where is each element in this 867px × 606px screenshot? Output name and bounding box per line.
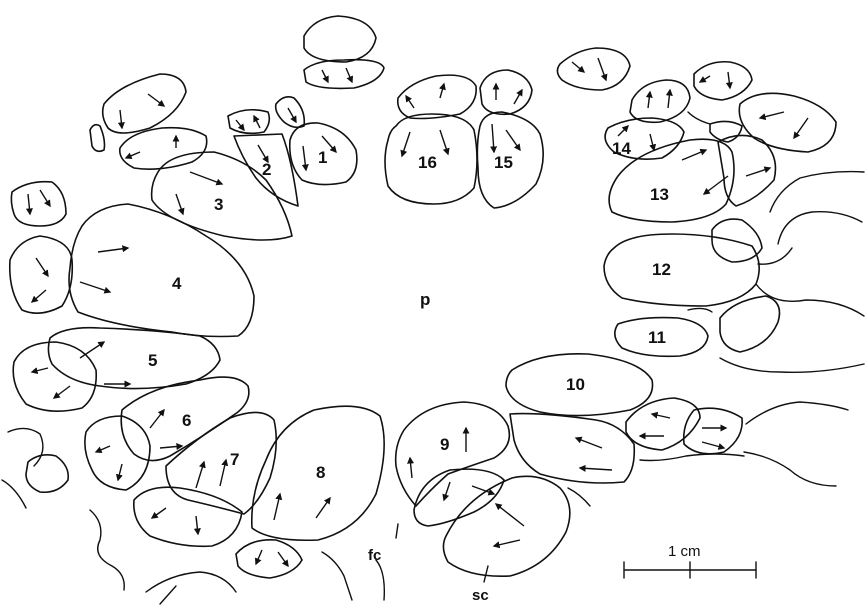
cell-label-16: 16 — [418, 153, 437, 172]
cell-label-15: 15 — [494, 153, 513, 172]
cell-label-6: 6 — [182, 411, 191, 430]
sc-leader — [484, 566, 488, 582]
cell-label-9: 9 — [440, 435, 449, 454]
cell-label-2: 2 — [262, 160, 271, 179]
cell-label-7: 7 — [230, 450, 239, 469]
cell-label-5: 5 — [148, 351, 157, 370]
cell-9 — [396, 402, 510, 506]
cell-label-8: 8 — [316, 463, 325, 482]
scale-bar-label: 1 cm — [668, 543, 701, 560]
scale-bar: 1 cm — [624, 543, 756, 578]
cell-label-10: 10 — [566, 375, 585, 394]
sc-label: sc — [472, 587, 489, 604]
cell-4 — [69, 204, 254, 337]
cell-label-3: 3 — [214, 195, 223, 214]
cell-label-4: 4 — [172, 274, 182, 293]
cell-label-14: 14 — [612, 139, 631, 158]
boundary-fragments — [2, 112, 864, 604]
cell-label-1: 1 — [318, 148, 327, 167]
cell-label-11: 11 — [648, 328, 666, 347]
cell-label-13: 13 — [650, 185, 669, 204]
cell-12 — [604, 234, 759, 306]
fc-leader — [396, 524, 398, 538]
cell-5 — [48, 328, 220, 389]
cell-label-12: 12 — [652, 260, 671, 279]
fc-label: fc — [368, 547, 381, 564]
center-label: p — [420, 290, 430, 309]
